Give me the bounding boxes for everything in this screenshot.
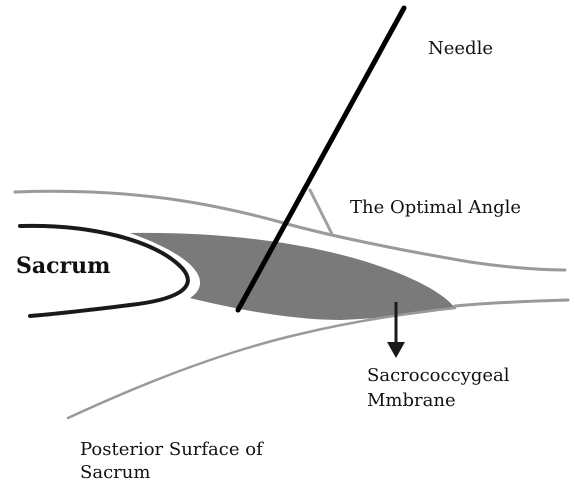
needle-label: Needle [428,37,493,61]
membrane-arrow-head [387,342,405,358]
membrane-label-line1: Sacrococcygeal [367,364,510,388]
posterior-surface-label-line2: Sacrum [80,461,150,485]
optimal-angle-line [310,190,332,234]
sacrum-label: Sacrum [16,254,110,278]
lower-contour-line [455,300,568,306]
optimal-angle-label: The Optimal Angle [350,196,521,220]
membrane-region [130,233,455,320]
posterior-surface-label-line1: Posterior Surface of [80,438,263,462]
membrane-label-line2: Mmbrane [367,389,456,413]
